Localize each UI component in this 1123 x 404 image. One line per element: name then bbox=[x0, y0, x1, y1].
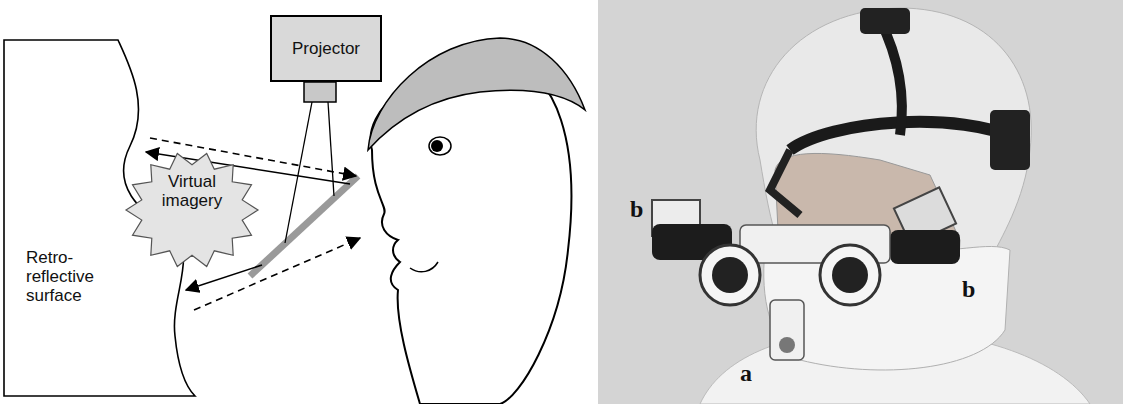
starburst-outline bbox=[124, 150, 260, 270]
projector-box: Projector bbox=[270, 15, 382, 82]
node-label: Virtual imagery bbox=[154, 172, 230, 210]
callout-letter: b bbox=[630, 196, 643, 223]
callout-letter: a bbox=[740, 360, 752, 387]
node-label: Retro-reflective surface bbox=[26, 248, 118, 305]
callout-letter: b bbox=[962, 276, 975, 303]
starburst: Virtual imagery bbox=[124, 150, 260, 270]
node-label: Projector bbox=[292, 39, 360, 58]
